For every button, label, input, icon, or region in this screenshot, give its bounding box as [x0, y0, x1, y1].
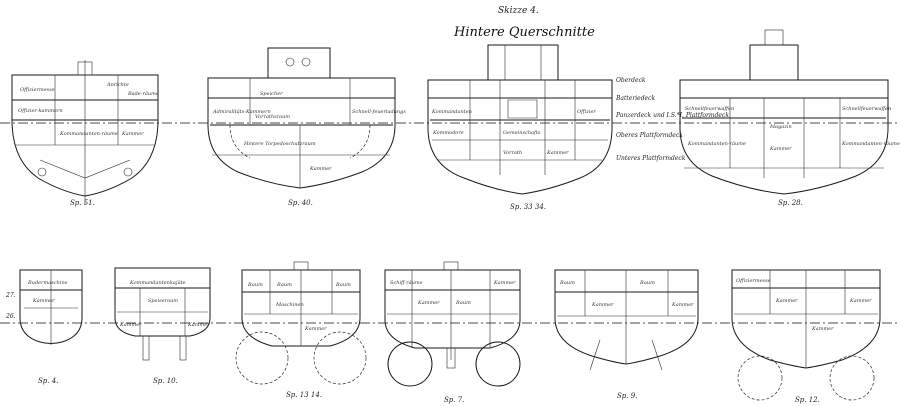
svg-text:Offiziermesse: Offiziermesse — [736, 278, 771, 284]
waterline-label-27: 27. — [5, 292, 16, 299]
svg-text:Schnell-feuerladungs: Schnell-feuerladungs — [352, 109, 406, 115]
svg-text:Kammer: Kammer — [671, 302, 694, 308]
svg-text:Anrichte: Anrichte — [106, 82, 129, 88]
svg-text:Kommandanten-räume: Kommandanten-räume — [687, 141, 746, 147]
svg-text:Kammer: Kammer — [811, 326, 834, 332]
section-label: Sp. 10. — [153, 377, 178, 385]
svg-text:Offiziermesse: Offiziermesse — [20, 87, 55, 93]
svg-text:Kammer: Kammer — [417, 300, 440, 306]
section-sp3334: Kommandanten Offizier Kommodore Gemeinsc… — [427, 44, 729, 211]
svg-text:Raum: Raum — [559, 280, 575, 286]
svg-text:Admiralitäts-Kammern: Admiralitäts-Kammern — [212, 109, 271, 115]
svg-text:Raum: Raum — [335, 282, 351, 288]
svg-text:Kommandanten: Kommandanten — [431, 109, 472, 115]
svg-text:Kommodore: Kommodore — [432, 130, 464, 136]
svg-text:Kammer: Kammer — [304, 326, 327, 332]
svg-text:Schnellfeuerwaffen: Schnellfeuerwaffen — [842, 106, 891, 112]
section-sp28: Schnellfeuerwaffen Schnellfeuerwaffen Ma… — [679, 29, 900, 207]
svg-text:Offizier-kammern: Offizier-kammern — [18, 108, 63, 114]
section-sp9: Raum Kammer Raum Kammer Sp. 9. — [554, 269, 699, 400]
svg-text:Unteres Plattformdeck: Unteres Plattformdeck — [616, 155, 686, 162]
svg-text:Kommandanten-räume: Kommandanten-räume — [841, 141, 900, 147]
section-sp10: Kommandantenkajüte Speiseraum Kammer Kam… — [114, 267, 211, 385]
section-label: Sp. 28. — [778, 199, 803, 207]
section-sp12: Offiziermesse Kammer Kammer Kammer Sp. 1… — [731, 269, 881, 404]
svg-text:Kammer: Kammer — [187, 322, 210, 328]
section-sp51: Offiziermesse Anrichte Bade-räume Offizi… — [11, 60, 159, 207]
section-sp1314: Raum Raum Raum Maschinen Kammer Sp. 13 1… — [235, 261, 367, 399]
section-sp40: Admiralitäts-Kammern Speicher Hintere To… — [207, 47, 406, 207]
svg-text:Kommandanten-räume: Kommandanten-räume — [59, 131, 118, 137]
svg-text:Kammer: Kammer — [121, 131, 144, 137]
svg-text:Raum: Raum — [276, 282, 292, 288]
svg-text:Kommandantenkajüte: Kommandantenkajüte — [129, 280, 186, 286]
svg-text:Kammer: Kammer — [769, 146, 792, 152]
svg-text:Kammer: Kammer — [493, 280, 516, 286]
sheet-number: Skizze 4. — [498, 6, 539, 16]
svg-text:Schnellfeuerwaffen: Schnellfeuerwaffen — [685, 106, 734, 112]
svg-text:Kammer: Kammer — [119, 322, 142, 328]
svg-text:Panzerdeck und I.S.*I. Plattfo: Panzerdeck und I.S.*I. Plattformdeck — [615, 112, 729, 119]
svg-text:Batteriedeck: Batteriedeck — [615, 95, 655, 102]
svg-text:Kammer: Kammer — [309, 166, 332, 172]
section-label: Sp. 33 34. — [510, 203, 546, 211]
svg-text:Vorrathsraum: Vorrathsraum — [255, 114, 290, 120]
svg-text:Oberes Plattformdeck: Oberes Plattformdeck — [616, 132, 683, 139]
section-label: Sp. 9. — [617, 392, 637, 400]
svg-text:Gemeinschafts: Gemeinschafts — [503, 130, 541, 136]
svg-text:Vorrath: Vorrath — [503, 150, 522, 156]
svg-text:Speicher: Speicher — [260, 91, 283, 97]
svg-text:Raum: Raum — [639, 280, 655, 286]
svg-text:Kammer: Kammer — [546, 150, 569, 156]
svg-text:Kammer: Kammer — [849, 298, 872, 304]
svg-text:Oberdeck: Oberdeck — [616, 77, 646, 84]
section-sp4: Rudermaschine Kammer Sp. 4. — [19, 269, 83, 385]
svg-text:Kammer: Kammer — [32, 298, 55, 304]
section-label: Sp. 7. — [444, 396, 464, 404]
svg-text:Schiff-räume: Schiff-räume — [390, 280, 423, 286]
section-label: Sp. 12. — [795, 396, 820, 404]
svg-text:Bade-räume: Bade-räume — [127, 91, 159, 97]
svg-text:Magazin: Magazin — [769, 124, 792, 130]
section-label: Sp. 4. — [38, 377, 58, 385]
svg-text:Speiseraum: Speiseraum — [148, 298, 178, 304]
svg-text:Offizier: Offizier — [577, 109, 596, 115]
sheet-title: Hintere Querschnitte — [453, 25, 595, 40]
section-label: Sp. 13 14. — [286, 391, 322, 399]
svg-text:Kammer: Kammer — [591, 302, 614, 308]
waterline-label-26: 26. — [5, 313, 16, 320]
svg-text:Hintere Torpedoschutzraum: Hintere Torpedoschutzraum — [243, 141, 316, 147]
section-label: Sp. 40. — [288, 199, 313, 207]
svg-text:Kammer: Kammer — [775, 298, 798, 304]
section-label: Sp. 51. — [70, 199, 95, 207]
section-sp7: Schiff-räume Kammer Raum Kammer Sp. 7. — [384, 261, 521, 404]
svg-text:Maschinen: Maschinen — [275, 302, 304, 308]
svg-text:Raum: Raum — [247, 282, 263, 288]
svg-text:Rudermaschine: Rudermaschine — [27, 280, 68, 286]
svg-text:Raum: Raum — [455, 300, 471, 306]
